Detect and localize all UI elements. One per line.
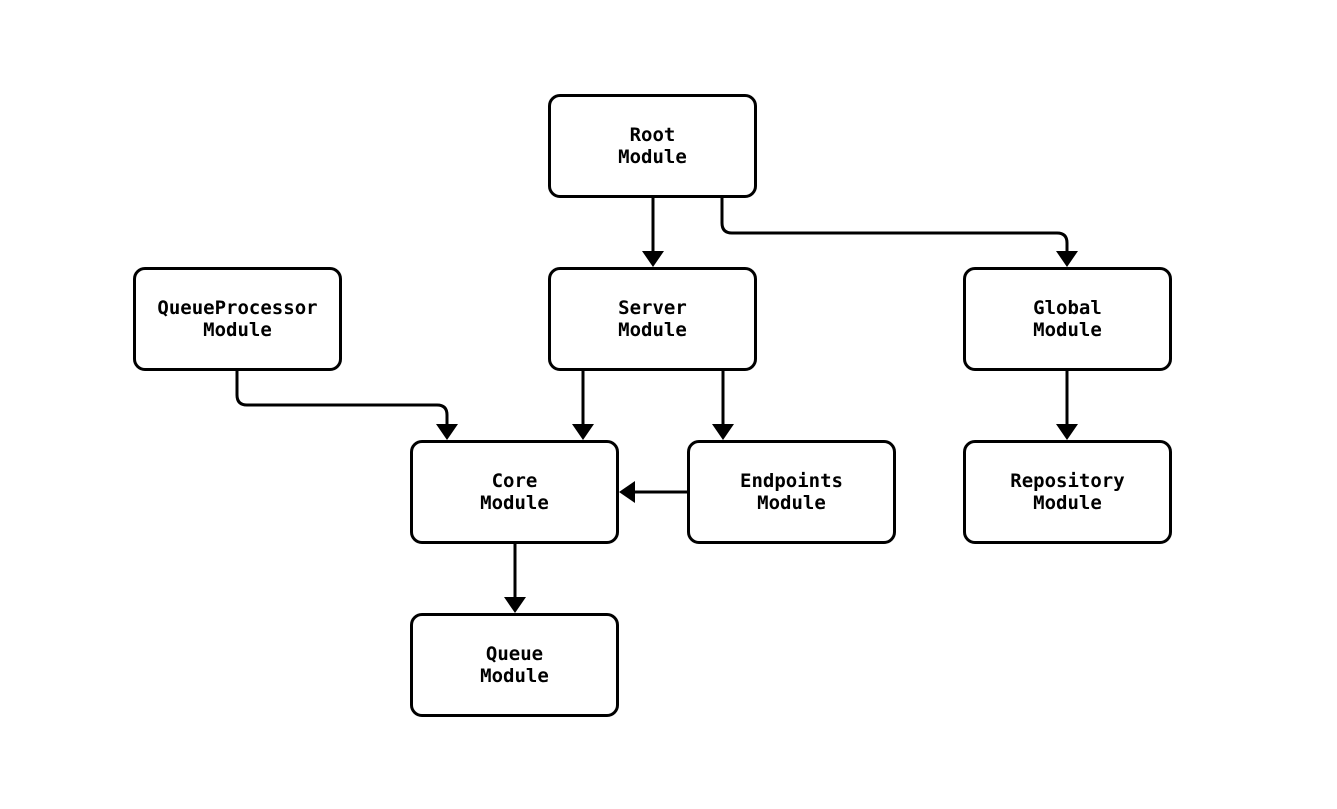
node-label: Server (618, 297, 687, 319)
node-global-module: Global Module (963, 267, 1172, 371)
node-label: Module (618, 146, 687, 168)
node-label: Core (491, 470, 538, 492)
node-label: Queue (485, 643, 544, 665)
node-queue-module: Queue Module (410, 613, 619, 717)
node-label: Module (1033, 319, 1102, 341)
node-repository-module: Repository Module (963, 440, 1172, 544)
arrowhead-server-endpoints (712, 424, 734, 440)
node-queueprocessor-module: QueueProcessor Module (133, 267, 342, 371)
arrowhead-server-core (572, 424, 594, 440)
node-endpoints-module: Endpoints Module (687, 440, 896, 544)
node-label: Repository (1010, 470, 1125, 492)
edge-queueprocessor-core (235, 371, 449, 424)
node-label: Module (203, 319, 272, 341)
node-label: Root (629, 124, 676, 146)
arrowhead-root-server (642, 251, 664, 267)
arrowhead-global-repository (1056, 424, 1078, 440)
node-label: Module (618, 319, 687, 341)
node-root-module: Root Module (548, 94, 757, 198)
node-label: Endpoints (740, 470, 843, 492)
node-label: Module (1033, 492, 1102, 514)
node-label: Module (757, 492, 826, 514)
arrowhead-root-global (1056, 251, 1078, 267)
node-label: Module (480, 665, 549, 687)
arrowhead-core-queue (504, 597, 526, 613)
node-label: QueueProcessor (157, 297, 318, 319)
node-label: Global (1033, 297, 1102, 319)
arrowhead-endpoints-core (619, 481, 635, 503)
node-label: Module (480, 492, 549, 514)
node-server-module: Server Module (548, 267, 757, 371)
node-core-module: Core Module (410, 440, 619, 544)
edge-root-global (720, 198, 1069, 251)
arrowhead-queueprocessor-core (436, 424, 458, 440)
